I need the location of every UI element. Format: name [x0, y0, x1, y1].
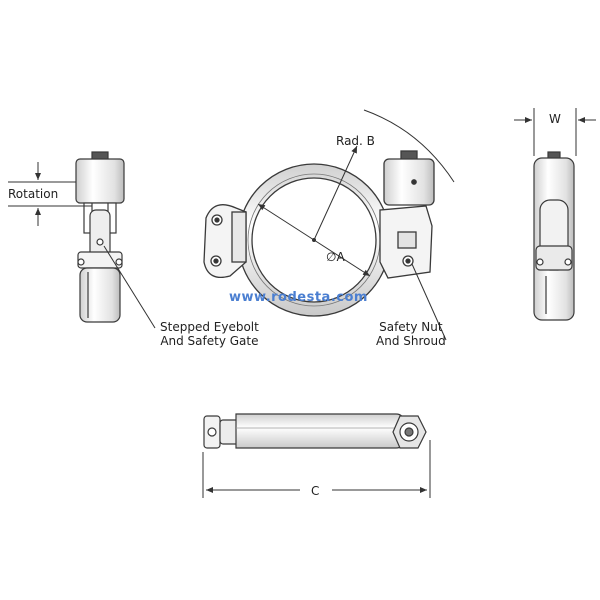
rotation-label: Rotation	[8, 187, 59, 201]
width-w-label: W	[549, 112, 561, 126]
rotation-dimension	[8, 162, 92, 226]
bottom-top-view	[203, 413, 427, 449]
w-dimension	[514, 108, 596, 156]
leader-stepped-eyebolt	[103, 245, 156, 329]
watermark: www.rodesta.com	[229, 290, 368, 305]
safety-nut-callout: Safety Nut And Shroud	[376, 320, 446, 348]
diameter-a-label: ∅A	[326, 250, 345, 264]
stepped-eyebolt-line1: Stepped Eyebolt	[160, 320, 259, 334]
stepped-eyebolt-callout: Stepped Eyebolt And Safety Gate	[160, 320, 259, 348]
c-dimension	[202, 440, 431, 498]
stepped-eyebolt-line2: And Safety Gate	[160, 334, 259, 348]
left-side-view	[75, 151, 125, 323]
safety-nut-line2: And Shroud	[376, 334, 446, 348]
front-view-dimensions	[257, 109, 455, 277]
right-side-view	[533, 151, 575, 321]
safety-nut-line1: Safety Nut	[379, 320, 443, 334]
length-c-label: C	[311, 484, 320, 498]
leader-safety-nut	[411, 263, 447, 341]
radius-b-label: Rad. B	[336, 134, 375, 148]
